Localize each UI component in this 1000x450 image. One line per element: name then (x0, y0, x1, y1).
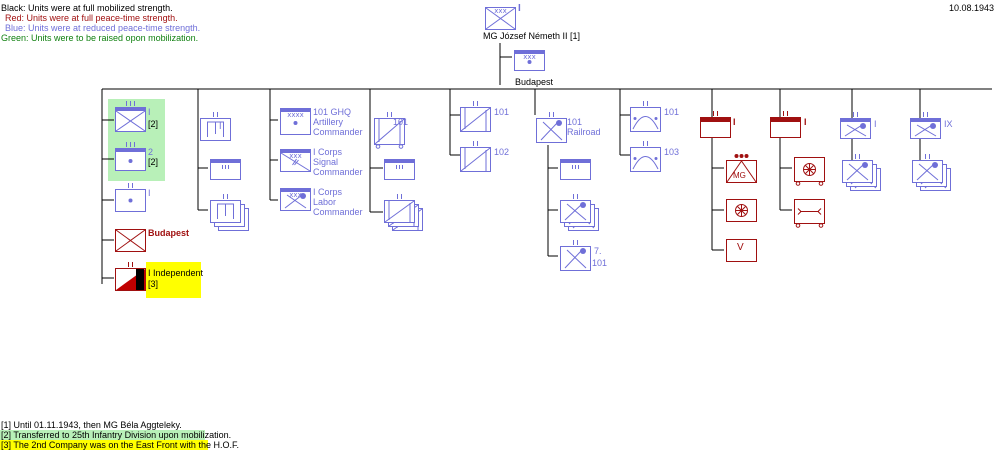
c10-unit2-symbol (842, 154, 873, 183)
c6-unit1-label-2: Railroad (567, 127, 601, 137)
legend-red: Red: Units were at full peace-time stren… (5, 13, 178, 23)
c1-unit1-number: I (148, 107, 151, 117)
c6-unit2-symbol (560, 159, 591, 180)
c4-unit2-symbol (384, 159, 415, 180)
c1-unit2-note: [2] (148, 157, 159, 167)
footnote-1: [1] Until 01.11.1943, then MG Béla Aggte… (1, 420, 182, 430)
c6-unit1-label-1: 101 (567, 117, 583, 127)
c8-unit1-number: I (733, 117, 736, 127)
c8-unit2-symbol: MG (733, 171, 746, 180)
c3-unit1-label-2: Artillery (313, 117, 344, 127)
hq-corps-number: I (518, 3, 521, 14)
hq-commander: MG József Németh II [1] (483, 31, 581, 41)
c3-unit2-label-1: I Corps (313, 147, 343, 157)
svg-text:xxx: xxx (523, 53, 535, 61)
svg-text:xxxx: xxxx (287, 111, 304, 119)
c5-unit2-number: 102 (494, 147, 510, 157)
c7-unit2-number: 103 (664, 147, 680, 157)
c10-unit1-symbol (840, 112, 871, 139)
c6-unit4-symbol (560, 240, 591, 271)
svg-text:xxx: xxx (289, 152, 301, 160)
c11-unit1-number: IX (944, 119, 953, 129)
c3-unit1-label-1: 101 GHQ (313, 107, 352, 117)
chart-date: 10.08.1943 (949, 3, 995, 13)
c5-unit2-symbol (460, 141, 491, 172)
c1-unit2-symbol (115, 142, 146, 171)
c3-unit3-symbol: xxx (280, 188, 311, 211)
c8-unit2-symbol (726, 154, 757, 183)
c8-unit4-symbol: V (737, 242, 744, 253)
c3-unit3-label-1: I Corps (313, 187, 343, 197)
c10-unit1-number: I (874, 119, 877, 129)
c1-unit3-number: I (148, 188, 151, 198)
c9-unit1-number: I (804, 117, 807, 127)
c5-unit1-number: 101 (494, 107, 510, 117)
footnote-2-highlight (0, 430, 205, 440)
c7-unit2-symbol (630, 141, 661, 172)
c9-unit2-symbol (794, 157, 825, 186)
c1-unit4-symbol (115, 229, 146, 252)
c8-unit3-symbol (726, 199, 757, 222)
c9-unit1-symbol (770, 111, 801, 138)
c2-unit3-symbol (210, 194, 241, 223)
c1-unit5-symbol (115, 262, 146, 291)
c11-unit1-symbol (910, 112, 941, 139)
c1-unit4-location: Budapest (148, 228, 190, 238)
legend-blue: Blue: Units were at reduced peace-time s… (5, 23, 201, 33)
footnote-3-highlight (0, 440, 208, 450)
c1-unit1-note: [2] (148, 119, 159, 129)
c1-unit1-symbol (115, 101, 146, 132)
c3-unit2-label-2: Signal (313, 157, 339, 167)
c3-unit3-label-2: Labor (313, 197, 337, 207)
c6-unit4-label-1: 7. (594, 246, 602, 256)
c6-unit3-symbol (560, 194, 591, 223)
c3-unit1-symbol: xxxx (280, 108, 311, 135)
east-front-highlight (146, 262, 201, 298)
c2-unit1-symbol (200, 112, 231, 141)
svg-text:xxx: xxx (289, 191, 301, 199)
c8-unit1-symbol (700, 111, 731, 138)
hq-company-symbol: xxx (514, 50, 545, 71)
c2-unit2-symbol (210, 159, 241, 180)
c1-unit3-symbol (115, 183, 146, 212)
c9-unit3-symbol (794, 199, 825, 228)
c3-unit2-symbol: xxx (280, 149, 311, 172)
hq-location: Budapest (515, 77, 554, 87)
svg-text:xxx: xxx (494, 7, 506, 15)
legend-green: Green: Units were to be raised opon mobi… (1, 33, 199, 43)
c8-unit4-symbol (726, 239, 757, 262)
c5-unit1-symbol (460, 101, 491, 132)
c6-unit1-symbol (536, 112, 567, 143)
c2-unit1-number: I (219, 121, 222, 131)
legend-black: Black: Units were at full mobilized stre… (1, 3, 173, 13)
c7-unit1-number: 101 (664, 107, 680, 117)
c3-unit2-label-3: Commander (313, 167, 363, 177)
c3-unit1-label-3: Commander (313, 127, 363, 137)
c3-unit3-label-3: Commander (313, 207, 363, 217)
c7-unit1-symbol (630, 101, 661, 132)
c1-unit5-label: I Independent (148, 268, 204, 278)
footnote-3: [3] The 2nd Company was on the East Fron… (1, 440, 239, 450)
c11-unit2-symbol (912, 154, 943, 183)
c4-unit3-symbol (384, 194, 415, 223)
hq-corps-symbol: xxx (485, 7, 516, 30)
footnote-2: [2] Transferred to 25th Infantry Divisio… (1, 430, 232, 440)
c6-unit4-label-2: 101 (592, 258, 608, 268)
c4-unit1-number: 101 (393, 117, 409, 127)
c4-unit1-symbol (374, 112, 405, 149)
c1-unit2-number: 2 (148, 147, 154, 157)
c1-unit5-note: [3] (148, 279, 159, 289)
